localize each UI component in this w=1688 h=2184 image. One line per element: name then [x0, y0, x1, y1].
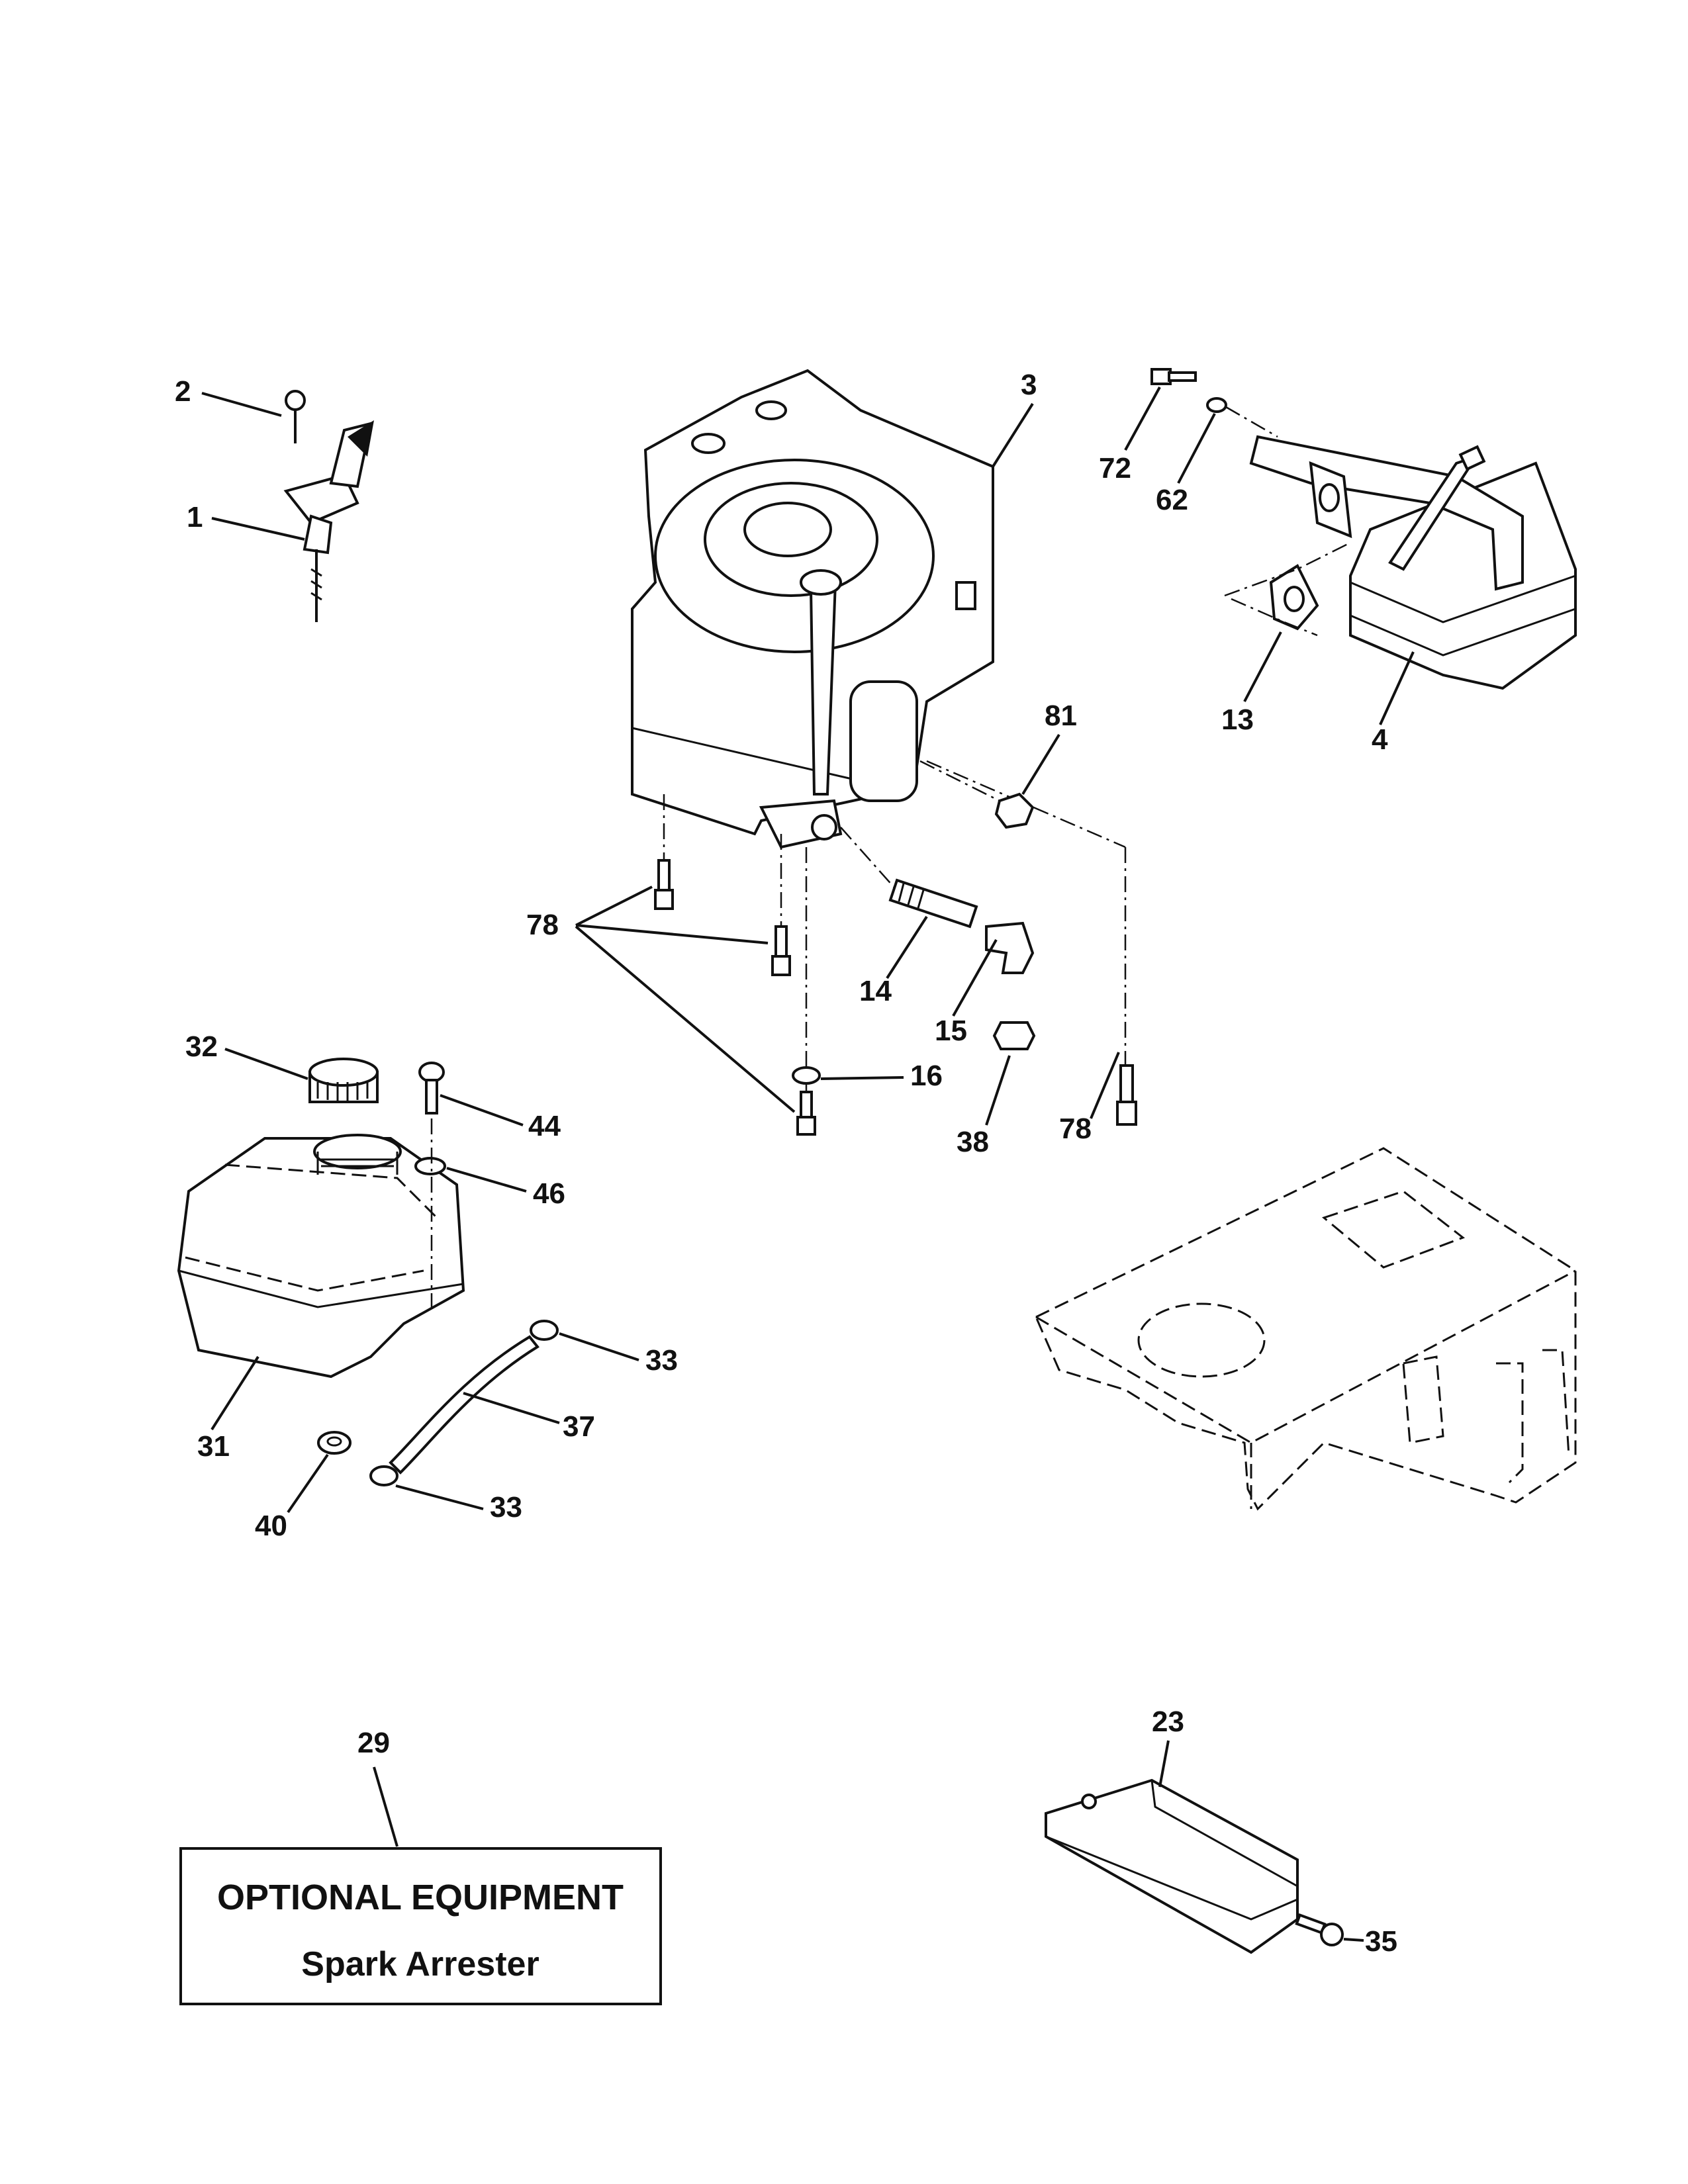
drain-cap-part: [992, 1021, 1036, 1050]
bolt-72-part: [1150, 368, 1197, 385]
callout-35: 35: [1343, 1925, 1397, 1958]
callout-38: 38: [957, 1055, 1011, 1158]
callout-label: 2: [175, 375, 191, 408]
optional-equipment-box: [179, 1847, 662, 2005]
callout-72: 72: [1099, 387, 1161, 484]
mounting-bolt-part: [654, 859, 1137, 1136]
washer-16-part: [792, 1066, 821, 1085]
callout-62: 62: [1156, 413, 1216, 516]
callout-label: 33: [645, 1344, 678, 1377]
callout-label: 32: [185, 1030, 218, 1063]
callout-32: 32: [185, 1030, 308, 1080]
screw-44-part: [418, 1062, 445, 1115]
callout-label: 78: [526, 909, 559, 941]
callout-label: 14: [859, 975, 892, 1007]
screw-35-part: [1295, 1913, 1344, 1946]
callout-label: 31: [197, 1430, 230, 1463]
nut-81-part: [994, 792, 1035, 829]
engine-part: [631, 369, 994, 849]
callout-37: 37: [463, 1392, 595, 1443]
optional-equipment-subtitle: Spark Arrester: [301, 1945, 539, 1983]
callout-label: 38: [957, 1126, 989, 1158]
callout-15: 15: [935, 939, 998, 1047]
callout-label: 4: [1372, 723, 1388, 756]
callout-label: 13: [1221, 704, 1254, 736]
callout-81: 81: [1021, 700, 1077, 796]
drain-pipe-part: [888, 878, 978, 929]
elbow-part: [985, 921, 1035, 974]
callout-label: 78: [1059, 1113, 1092, 1145]
callout-23: 23: [1152, 1706, 1184, 1788]
fuel-tank-part: [177, 1134, 465, 1379]
callout-2: 2: [175, 375, 282, 417]
callout-78-right: 78: [1059, 1052, 1120, 1145]
fuel-cap-part: [308, 1058, 379, 1103]
callout-label: 81: [1045, 700, 1077, 732]
callout-label: 72: [1099, 452, 1131, 484]
callout-14: 14: [859, 915, 928, 1007]
callout-label: 23: [1152, 1706, 1184, 1738]
frame-outline: [1035, 1147, 1577, 1511]
callout-label: 3: [1021, 369, 1037, 401]
callout-33-lower: 33: [395, 1484, 522, 1524]
callout-label: 15: [935, 1015, 967, 1047]
optional-equipment-title: OPTIONAL EQUIPMENT: [217, 1878, 624, 1917]
hose-clamp-lower-part: [369, 1465, 399, 1486]
callout-label: 46: [533, 1177, 565, 1210]
bushing-40-part: [317, 1431, 352, 1455]
callout-3: 3: [992, 369, 1037, 468]
callout-label: 62: [1156, 484, 1188, 516]
fuel-line-part: [389, 1335, 539, 1475]
hose-clamp-upper-part: [530, 1320, 559, 1341]
throttle-control-part: [283, 390, 374, 622]
callout-label: 33: [490, 1491, 522, 1524]
callout-46: 46: [446, 1167, 565, 1210]
muffler-part: [1249, 435, 1577, 690]
callout-44: 44: [440, 1094, 561, 1142]
callout-label: 29: [357, 1727, 390, 1759]
callout-16: 16: [820, 1060, 943, 1092]
heat-shield-part: [1045, 1778, 1299, 1954]
callout-label: 1: [187, 501, 203, 533]
callout-31: 31: [197, 1355, 259, 1463]
washer-46-part: [414, 1157, 446, 1175]
callout-29: 29: [357, 1727, 399, 1847]
callout-label: 16: [910, 1060, 943, 1092]
lock-washer-part: [1206, 397, 1227, 413]
callout-78-left: 78: [526, 886, 796, 1113]
callout-40: 40: [255, 1453, 329, 1542]
callout-label: 44: [528, 1110, 561, 1142]
callout-1: 1: [187, 501, 305, 541]
callout-label: 35: [1365, 1925, 1397, 1958]
callout-13: 13: [1221, 631, 1282, 736]
callout-label: 37: [563, 1410, 595, 1443]
callout-4: 4: [1372, 651, 1415, 756]
callout-33-upper: 33: [559, 1332, 678, 1377]
gasket-part: [1269, 564, 1319, 631]
callout-label: 40: [255, 1510, 287, 1542]
